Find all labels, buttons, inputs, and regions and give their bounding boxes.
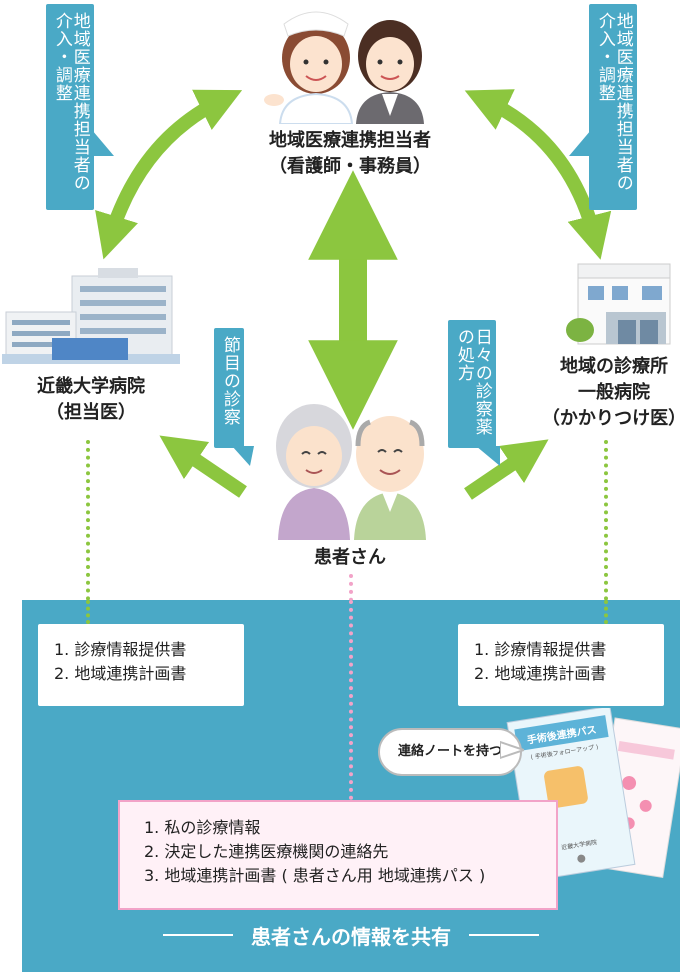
connector-left (86, 440, 90, 624)
tab-tail-left (92, 130, 114, 156)
card-patient-item-1: 1. 私の診療情報 (144, 818, 261, 837)
connector-right (604, 440, 608, 624)
card-patient-item-3: 3. 地域連携計画書 ( 患者さん用 地域連携パス ) (144, 866, 486, 885)
tab-coordinator-left: 地域医療連携担当者の介入・調整 (46, 4, 94, 210)
card-left-documents: 1. 診療情報提供書 2. 地域連携計画書 (38, 624, 244, 706)
card-right-item-2: 2. 地域連携計画書 (474, 664, 607, 683)
university-hospital-title: 近畿大学病院 （担当医） (16, 374, 166, 426)
coordinator-title: 地域医療連携担当者 （看護師・事務員） (230, 128, 470, 180)
connector-center-lower (349, 600, 353, 800)
clinic-title: 地域の診療所 一般病院 （かかりつけ医） (530, 354, 698, 432)
university-hospital-title-line1: 近畿大学病院 (37, 376, 145, 397)
coordinator-illustration (264, 11, 424, 124)
card-patient-item-2: 2. 決定した連携医療機関の連絡先 (144, 842, 389, 861)
tab-tail-right (569, 130, 591, 156)
bubble-tail (500, 740, 524, 760)
connector-right-lower (604, 600, 608, 624)
footer-rule-left (163, 934, 233, 936)
arrows-layer (95, 89, 612, 500)
tab-daily-exam: 日々の診察薬の処方 (448, 320, 496, 448)
connector-left-lower (86, 600, 90, 624)
university-hospital-title-line2: （担当医） (46, 402, 136, 423)
patients-illustration (276, 404, 426, 540)
tab-milestone-exam: 節目の診察 (214, 328, 244, 448)
university-hospital-illustration (2, 268, 180, 364)
card-patient-documents: 1. 私の診療情報 2. 決定した連携医療機関の連絡先 3. 地域連携計画書 (… (118, 800, 558, 910)
arrow-patient-to-right (464, 439, 549, 500)
tab-tail-mid-left (232, 446, 254, 466)
card-left-item-2: 2. 地域連携計画書 (54, 664, 187, 683)
clinic-title-line3: （かかりつけ医） (541, 408, 687, 429)
clinic-illustration (566, 263, 671, 345)
card-left-item-1: 1. 診療情報提供書 (54, 640, 187, 659)
arrow-top-right (464, 89, 612, 260)
tab-coordinator-right: 地域医療連携担当者の介入・調整 (589, 4, 637, 210)
clinic-title-line1: 地域の診療所 (560, 356, 668, 377)
clinic-title-line2: 一般病院 (578, 382, 650, 403)
coordinator-title-line2: （看護師・事務員） (269, 156, 431, 177)
card-right-documents: 1. 診療情報提供書 2. 地域連携計画書 (458, 624, 664, 706)
arrow-top-left (95, 89, 243, 260)
footer-rule-right (469, 934, 539, 936)
patient-title: 患者さん (314, 547, 386, 568)
card-right-item-1: 1. 診療情報提供書 (474, 640, 607, 659)
footer-text: 患者さんの情報を共有 (251, 924, 451, 949)
arrow-patient-to-left (159, 435, 247, 498)
shared-info-footer: 患者さんの情報を共有 (22, 910, 680, 960)
carry-notebook-bubble: 連絡ノートを持つ (378, 728, 522, 776)
coordinator-title-line1: 地域医療連携担当者 (269, 130, 431, 151)
tab-tail-mid-right (476, 446, 500, 466)
